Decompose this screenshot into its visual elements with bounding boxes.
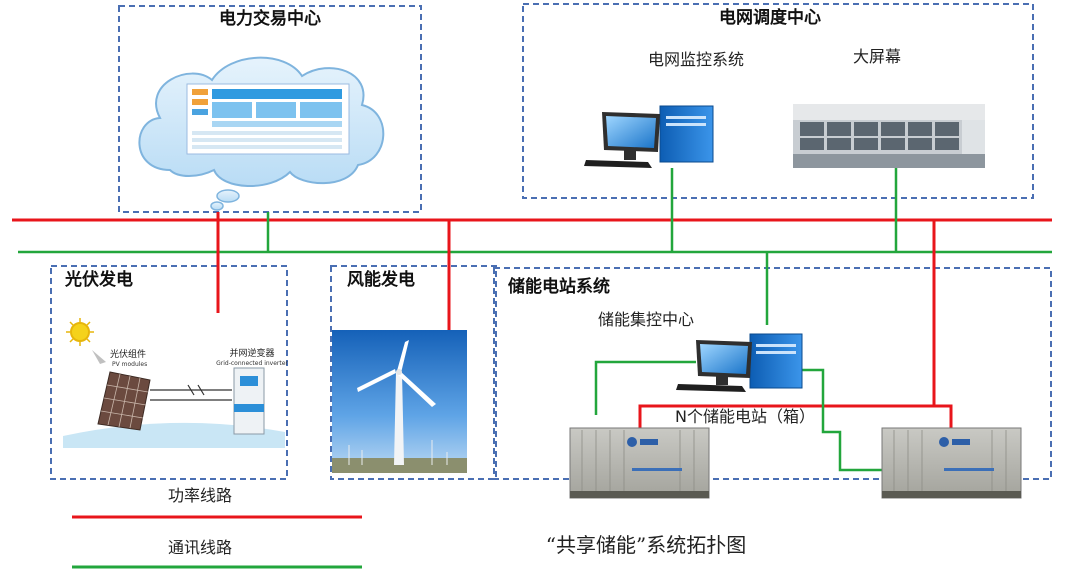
inverter-icon <box>233 367 265 435</box>
box-storage-system: 储能电站系统 <box>493 267 1052 480</box>
wind-title: 风能发电 <box>347 269 415 290</box>
inverter-en-label: Grid-connected inverter <box>216 360 288 367</box>
wind-turbine-icon <box>357 340 436 465</box>
box-trading-center: 电力交易中心 <box>118 5 422 213</box>
dispatch-center-title: 电网调度中心 <box>719 7 821 28</box>
computer-icon <box>584 105 714 168</box>
legend: 功率线路 通讯线路 <box>72 486 362 569</box>
box-dispatch-center: 电网调度中心 <box>522 3 1034 199</box>
storage-system-title: 储能电站系统 <box>508 276 610 297</box>
inverter-label: 并网逆变器 <box>229 347 274 359</box>
comm-connections <box>266 168 898 472</box>
pv-module-label: 光伏组件 <box>110 348 146 360</box>
wind-turbine-photo <box>332 330 467 473</box>
diagram-caption: “共享储能”系统拓扑图 <box>546 533 746 557</box>
grid-monitor-label: 电网监控系统 <box>648 50 744 69</box>
storage-container-icon-2 <box>881 427 1022 499</box>
pv-title: 光伏发电 <box>64 269 133 290</box>
storage-computer-icon <box>676 333 803 392</box>
power-connections <box>216 212 953 448</box>
solar-panel-icon <box>97 371 151 431</box>
storage-container-icon-1 <box>569 427 710 499</box>
legend-power-label: 功率线路 <box>168 486 232 505</box>
pv-illustration: 光伏组件 PV modules 并网逆变器 Grid-connected inv… <box>63 318 288 448</box>
sun-icon <box>66 318 94 346</box>
big-screen-photo <box>793 104 985 168</box>
box-wind: 风能发电 <box>330 265 497 480</box>
trading-platform-screen <box>186 83 350 155</box>
n-stations-label: N个储能电站（箱） <box>675 407 815 426</box>
storage-control-label: 储能集控中心 <box>598 310 694 329</box>
trading-center-title: 电力交易中心 <box>219 8 321 29</box>
pv-module-en-label: PV modules <box>112 361 147 368</box>
legend-comm-label: 通讯线路 <box>168 538 232 557</box>
big-screen-label: 大屏幕 <box>853 47 901 66</box>
box-pv: 光伏发电 <box>50 265 288 480</box>
